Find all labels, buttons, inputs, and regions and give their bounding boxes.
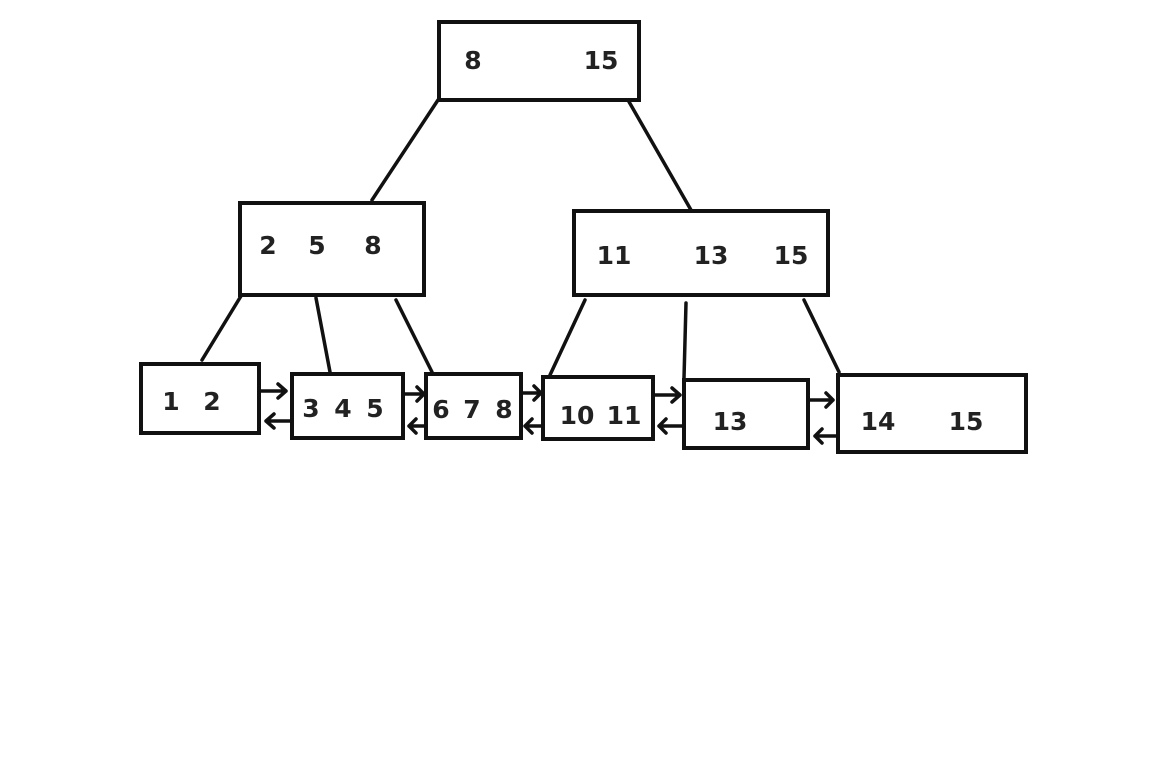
leaf-2-to-1-arrow — [264, 412, 294, 430]
internal-node-left-box — [238, 201, 426, 297]
leaf-2-key-3: 5 — [366, 394, 383, 423]
internal-right-key-3: 15 — [774, 241, 809, 270]
leaf-3-key-3: 8 — [495, 395, 512, 424]
root-key-2: 15 — [584, 46, 619, 75]
leaf-links — [259, 382, 840, 445]
leaf-2-key-1: 3 — [302, 394, 319, 423]
leaf-4-key-1: 10 — [560, 401, 595, 430]
internal-node-right-box — [572, 209, 830, 297]
leaf-5-key-1: 13 — [713, 407, 748, 436]
leaf-5-to-4-arrow — [657, 417, 686, 435]
leaf-node-6: 14 15 — [836, 373, 1028, 454]
internal-left-key-3: 8 — [364, 231, 381, 260]
leaf-node-6-box — [836, 373, 1028, 454]
leaf-node-2-box — [290, 372, 405, 440]
leaf-2-to-3-arrow — [403, 385, 426, 403]
leaf-3-key-1: 6 — [432, 395, 449, 424]
leaf-2-key-2: 4 — [334, 394, 351, 423]
leaf-1-key-2: 2 — [203, 387, 220, 416]
internal-node-right: 11 13 15 — [572, 209, 830, 297]
leaf-node-4: 10 11 — [541, 375, 655, 441]
leaf-4-to-5-arrow — [653, 386, 682, 404]
leaf-3-to-4-arrow — [520, 384, 543, 402]
leaf-node-4-box — [541, 375, 655, 441]
edge-left-internal-to-leaf-2 — [314, 296, 332, 374]
leaf-5-to-6-arrow — [808, 391, 835, 409]
leaf-4-to-3-arrow — [523, 417, 545, 435]
leaf-node-2: 3 4 5 — [290, 372, 405, 440]
internal-left-key-2: 5 — [308, 231, 325, 260]
leaf-3-key-2: 7 — [463, 395, 480, 424]
leaf-node-5-box — [682, 378, 810, 450]
root-key-1: 8 — [464, 46, 481, 75]
leaf-1-key-1: 1 — [162, 387, 179, 416]
leaf-6-key-1: 14 — [861, 407, 896, 436]
root-node: 8 15 — [437, 20, 641, 102]
leaf-node-5: 13 — [682, 378, 810, 450]
leaf-1-to-2-arrow — [259, 382, 288, 400]
tree-edges — [200, 98, 841, 380]
leaf-4-key-2: 11 — [607, 401, 642, 430]
edge-right-internal-to-leaf-4 — [548, 298, 587, 377]
edge-root-to-left-internal — [370, 98, 440, 202]
root-node-box — [437, 20, 641, 102]
internal-node-left: 2 5 8 — [238, 201, 426, 297]
internal-right-key-1: 11 — [597, 241, 632, 270]
leaf-6-key-2: 15 — [949, 407, 984, 436]
edge-root-to-right-internal — [626, 98, 697, 219]
edge-left-internal-to-leaf-3 — [394, 298, 434, 374]
leaf-3-to-2-arrow — [407, 417, 428, 435]
edge-right-internal-to-leaf-5 — [682, 301, 688, 380]
leaf-node-3-box — [424, 372, 523, 440]
edge-left-internal-to-leaf-1 — [200, 294, 243, 362]
internal-right-key-2: 13 — [694, 241, 729, 270]
internal-left-key-1: 2 — [259, 231, 276, 260]
leaf-node-3: 6 7 8 — [424, 372, 523, 440]
leaf-node-1: 1 2 — [139, 362, 261, 435]
leaf-6-to-5-arrow — [813, 427, 840, 445]
edge-right-internal-to-leaf-6 — [802, 298, 841, 374]
leaf-node-1-box — [139, 362, 261, 435]
